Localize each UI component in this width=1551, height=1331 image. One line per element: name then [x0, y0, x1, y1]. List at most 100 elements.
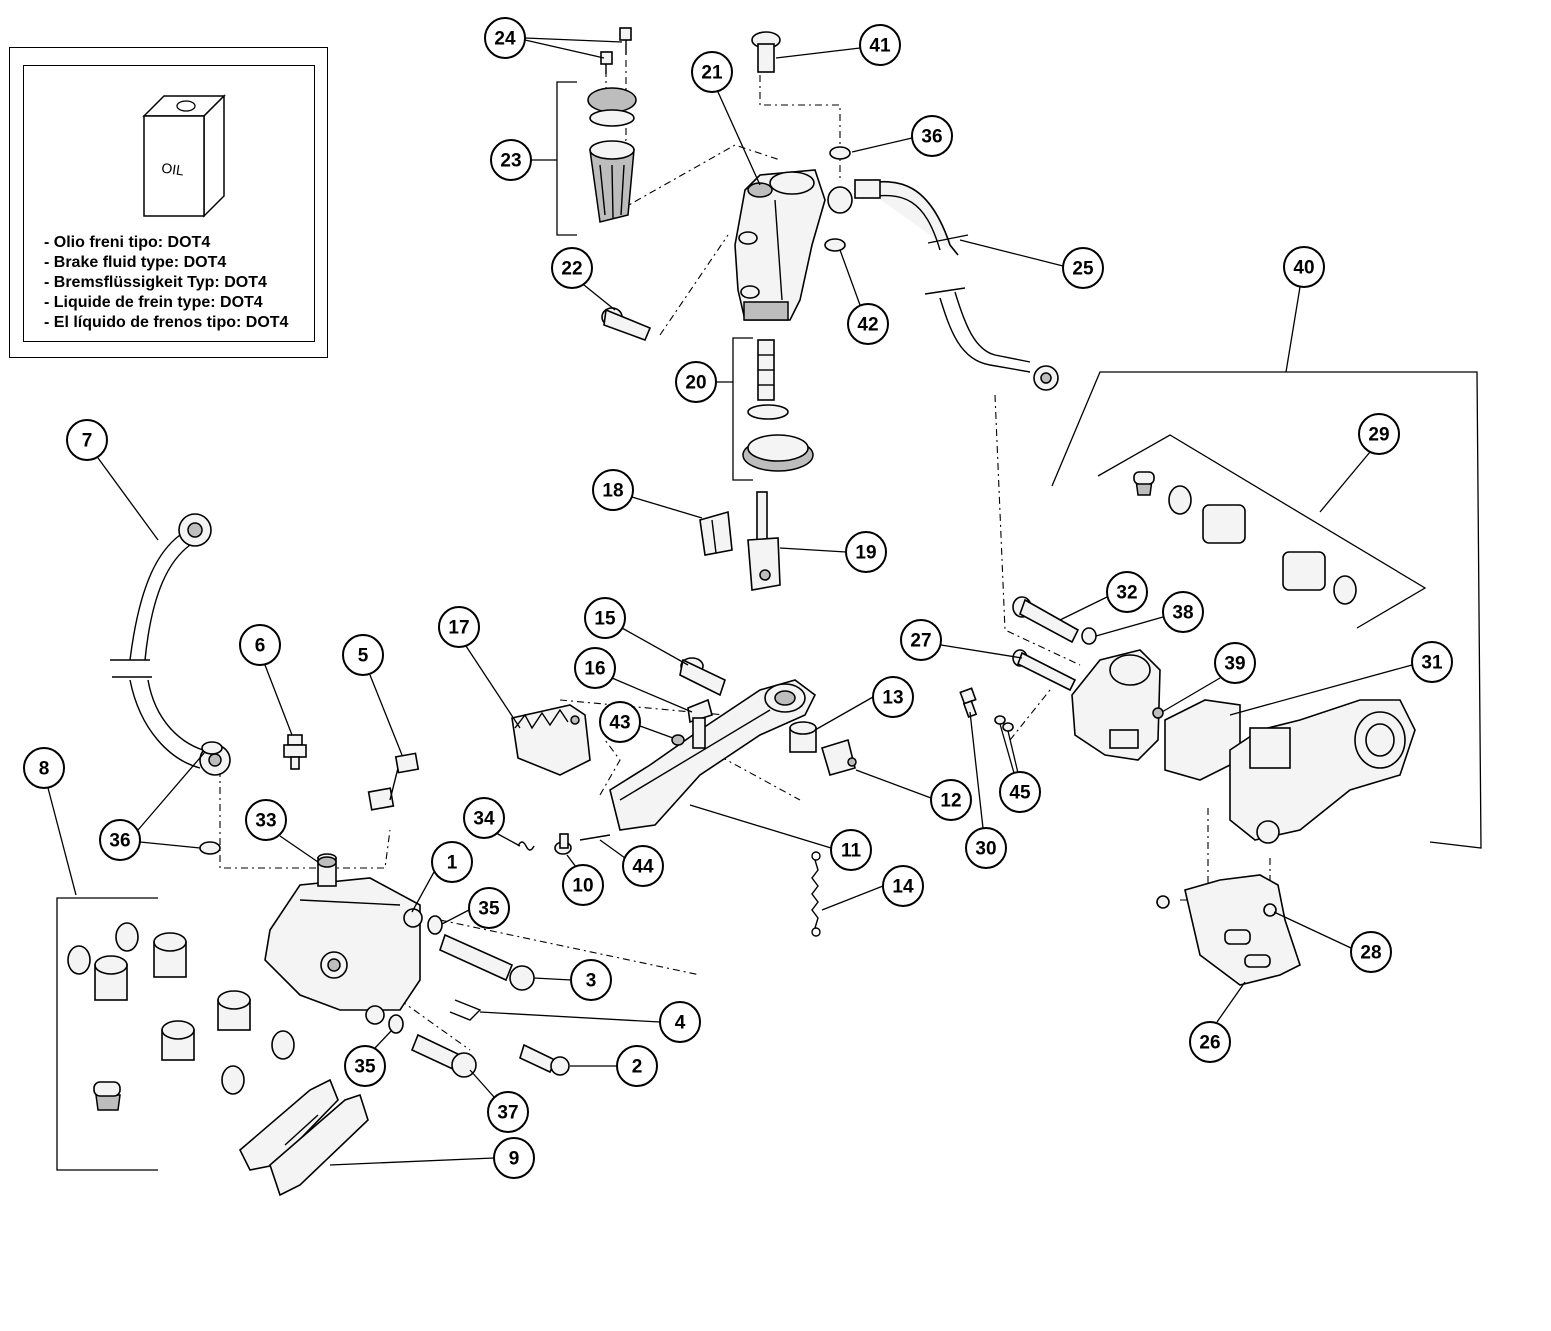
callout-leader-line	[524, 37, 623, 43]
callout-c17: 17	[438, 606, 521, 729]
part-rear-caliper-body	[1071, 649, 1164, 761]
callout-number: 14	[892, 877, 914, 898]
callout-number: 1	[447, 853, 458, 874]
callout-circle	[859, 24, 901, 66]
callout-number: 36	[921, 127, 942, 148]
callout-number: 30	[975, 839, 996, 860]
legend-lines: - Olio freni tipo: DOT4 - Brake fluid ty…	[44, 233, 288, 333]
callout-leader-line	[969, 711, 984, 829]
callout-leader-line	[411, 871, 435, 913]
part-36-washer-left-bottom	[199, 841, 221, 855]
callout-leader-line	[479, 1011, 661, 1023]
callout-c39: 39	[1161, 642, 1256, 713]
callout-leader-line	[689, 804, 832, 849]
callout-number: 28	[1360, 943, 1381, 964]
callout-leader-line	[566, 854, 577, 868]
part-5-pad-sensor	[367, 752, 420, 811]
callout-circle	[239, 624, 281, 666]
legend-line-it: - Olio freni tipo: DOT4	[44, 234, 211, 251]
part-4-clip	[449, 999, 482, 1021]
callout-number: 24	[494, 29, 516, 50]
callout-circle	[1106, 571, 1148, 613]
callout-circle	[592, 469, 634, 511]
callout-number: 43	[609, 713, 630, 734]
callout-c14: 14	[821, 865, 924, 911]
callout-leader-line	[855, 769, 932, 799]
callout-c13: 13	[814, 676, 914, 731]
callout-circle	[659, 1001, 701, 1043]
part-15-bolt	[679, 657, 726, 697]
callout-leader-line	[1161, 677, 1221, 713]
part-6-bleeder	[283, 734, 307, 770]
callout-c33: 33	[245, 799, 319, 863]
callout-number: 13	[882, 688, 903, 709]
callout-circle	[66, 419, 108, 461]
callout-c2: 2	[570, 1045, 658, 1087]
part-10-screw	[554, 833, 572, 855]
callout-c35a: 35	[441, 887, 510, 929]
part-32-bolt	[1012, 596, 1080, 644]
callout-number: 38	[1172, 603, 1193, 624]
legend-line-fr: - Liquide de frein type: DOT4	[44, 294, 263, 311]
callout-c35b: 35	[344, 1029, 393, 1087]
callout-leader-line	[1285, 286, 1301, 373]
callout-c6: 6	[239, 624, 293, 736]
callout-leader-line	[495, 832, 521, 847]
callout-number: 45	[1009, 783, 1031, 804]
callout-c32: 32	[1059, 571, 1148, 621]
legend-line-en: - Brake fluid type: DOT4	[44, 254, 227, 271]
callout-circle	[493, 1137, 535, 1179]
callout-leader-line	[583, 284, 616, 311]
part-25-brake-hose	[854, 179, 1059, 391]
callout-number: 18	[602, 481, 623, 502]
callout-circle	[1283, 246, 1325, 288]
callout-number: 26	[1199, 1033, 1220, 1054]
part-9-brake-pads	[239, 1078, 369, 1197]
callout-circle	[342, 634, 384, 676]
callout-c23: 23	[490, 139, 532, 181]
callout-c11: 11	[689, 804, 872, 871]
callout-c43: 43	[599, 701, 674, 743]
callout-number: 37	[497, 1103, 518, 1124]
callout-circle	[1062, 247, 1104, 289]
callout-leader-line	[279, 835, 319, 863]
callout-number: 31	[1421, 653, 1443, 674]
callout-c36b: 36	[851, 115, 953, 157]
callout-c44: 44	[599, 839, 664, 887]
callout-number: 33	[255, 811, 276, 832]
callout-number: 39	[1224, 654, 1245, 675]
callout-c27: 27	[900, 619, 1023, 661]
callout-number: 20	[685, 373, 706, 394]
callout-c28: 28	[1273, 911, 1392, 973]
part-43-nut	[671, 734, 685, 746]
callout-circle	[574, 647, 616, 689]
callout-leader-line	[139, 841, 201, 849]
callout-number: 42	[857, 315, 878, 336]
callout-number: 3	[586, 971, 597, 992]
part-2-screw	[519, 1043, 570, 1076]
part-44-clip	[579, 834, 611, 841]
callout-number: 44	[632, 857, 654, 878]
part-13-bushing	[789, 721, 817, 753]
brake-fluid-legend-box: OIL - Olio freni tipo: DOT4 - Brake flui…	[9, 47, 328, 358]
callout-circle	[847, 303, 889, 345]
callout-circle	[99, 819, 141, 861]
callout-number: 7	[82, 431, 93, 452]
callout-number: 40	[1293, 258, 1314, 279]
part-26-disc-guard	[1184, 874, 1301, 986]
callout-leader-line	[814, 696, 874, 731]
callout-number: 29	[1368, 425, 1389, 446]
callout-number: 32	[1116, 583, 1137, 604]
callout-c19: 19	[779, 531, 887, 573]
part-24-screws	[600, 27, 632, 74]
part-30-bleeder	[959, 687, 978, 718]
callout-c25: 25	[959, 239, 1104, 289]
part-14-return-spring	[811, 851, 821, 937]
callout-circle	[845, 531, 887, 573]
callout-circle	[438, 606, 480, 648]
part-1-front-caliper	[264, 853, 423, 1025]
part-22-bolt	[601, 307, 652, 342]
legend-line-es: - El líquido de frenos tipo: DOT4	[44, 314, 289, 331]
group-brackets	[56, 81, 1482, 1171]
callout-circle	[616, 1045, 658, 1087]
